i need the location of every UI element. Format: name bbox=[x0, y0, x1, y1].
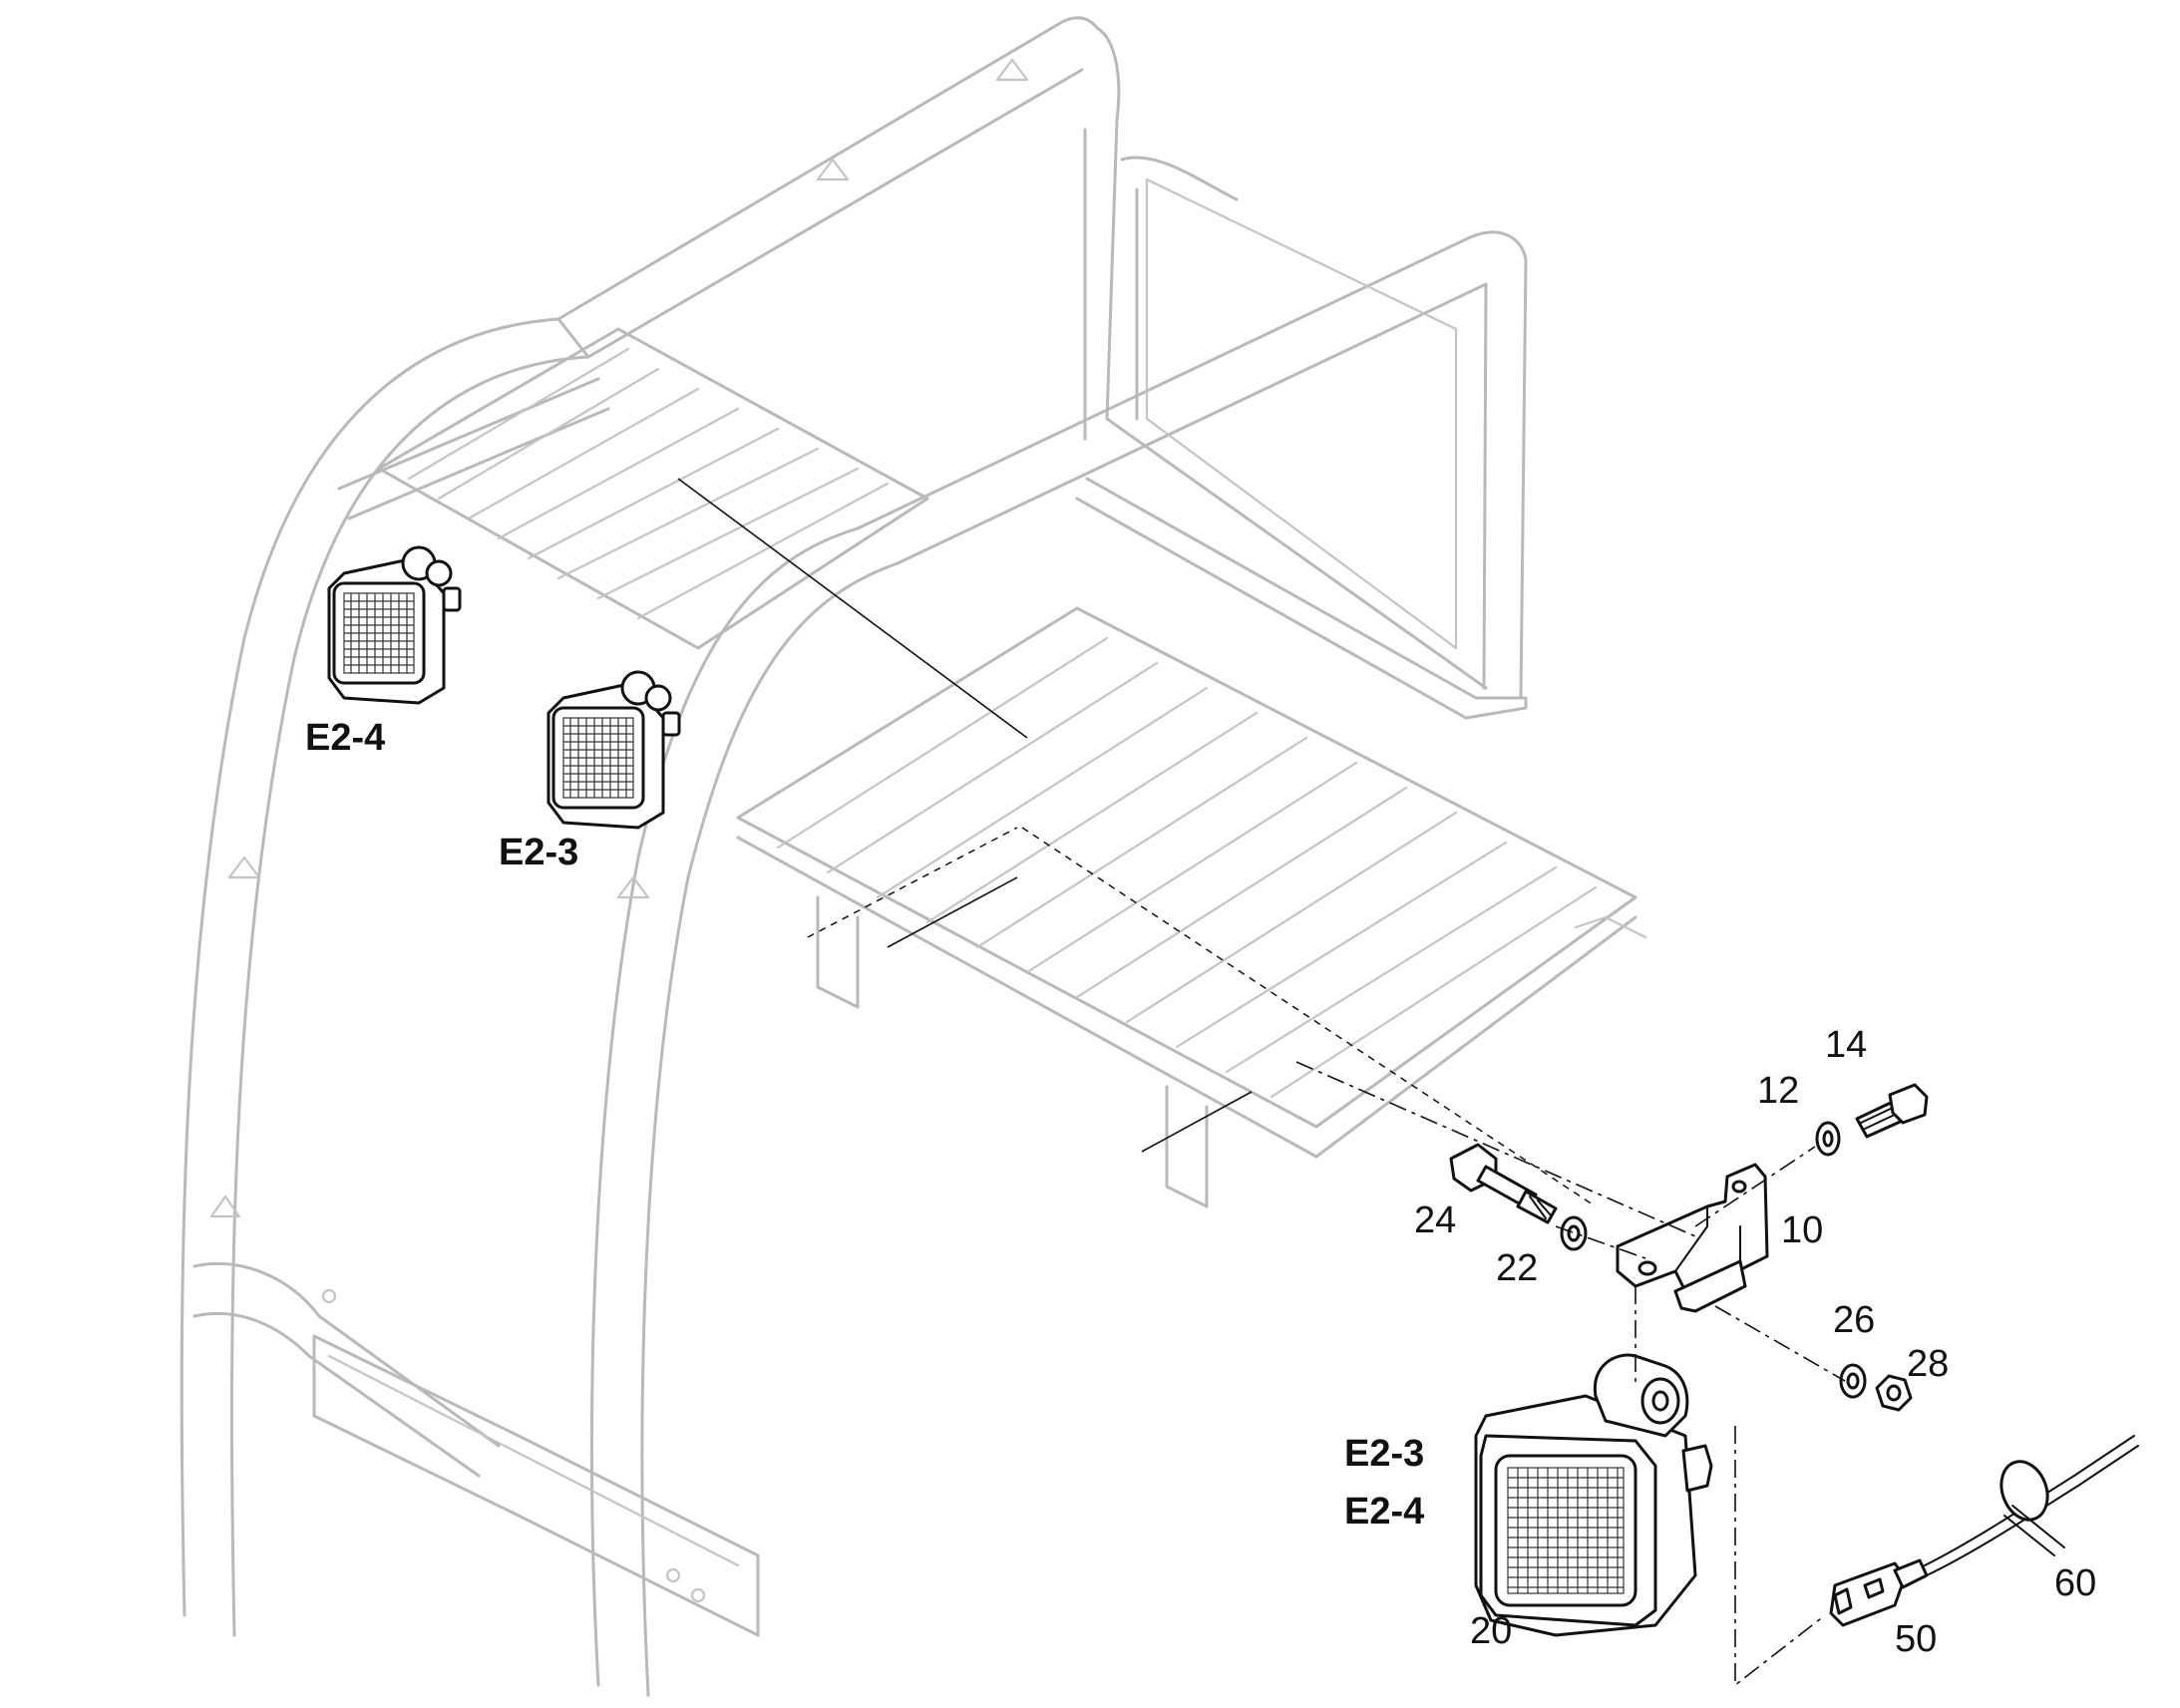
work-lamp-20 bbox=[1474, 1353, 1713, 1637]
work-lamp-e2-4-mounted bbox=[327, 545, 462, 705]
nut-28 bbox=[1875, 1374, 1913, 1412]
bracket-10 bbox=[1616, 1163, 1769, 1313]
part-number-20: 20 bbox=[1470, 1610, 1512, 1652]
label-e2-3-upper: E2-3 bbox=[499, 832, 578, 873]
label-e2-4-lower: E2-4 bbox=[1344, 1491, 1424, 1533]
part-number-12: 12 bbox=[1757, 1070, 1799, 1112]
part-number-14: 14 bbox=[1825, 1024, 1867, 1066]
roof-grille-front bbox=[736, 606, 1647, 1208]
cab-frame bbox=[180, 16, 1528, 1697]
roof-grille-rear bbox=[377, 327, 929, 650]
part-number-10: 10 bbox=[1781, 1209, 1823, 1251]
bolt-24 bbox=[1449, 1143, 1558, 1224]
part-number-60: 60 bbox=[2054, 1562, 2096, 1604]
washer-22 bbox=[1560, 1215, 1588, 1251]
work-lamp-e2-3-mounted bbox=[546, 670, 681, 830]
connector-50 bbox=[1829, 1558, 1929, 1627]
part-number-28: 28 bbox=[1907, 1343, 1949, 1385]
cable bbox=[1924, 1435, 2139, 1576]
part-number-24: 24 bbox=[1414, 1199, 1456, 1241]
part-number-26: 26 bbox=[1833, 1299, 1875, 1341]
washer-12 bbox=[1815, 1121, 1841, 1157]
reference-labels: E2-4 E2-3 E2-3 E2-4 bbox=[305, 717, 1424, 1533]
cable-tie-60 bbox=[1999, 1460, 2065, 1556]
label-e2-3-lower: E2-3 bbox=[1344, 1433, 1424, 1475]
part-number-50: 50 bbox=[1895, 1618, 1937, 1660]
label-e2-4-upper: E2-4 bbox=[305, 717, 385, 759]
part-number-labels: 14 12 24 10 22 26 28 20 50 60 bbox=[1414, 1024, 2096, 1660]
leader-lines bbox=[677, 478, 1846, 1687]
washer-26 bbox=[1839, 1363, 1867, 1399]
part-number-22: 22 bbox=[1496, 1247, 1538, 1289]
bolt-14 bbox=[1855, 1083, 1929, 1139]
